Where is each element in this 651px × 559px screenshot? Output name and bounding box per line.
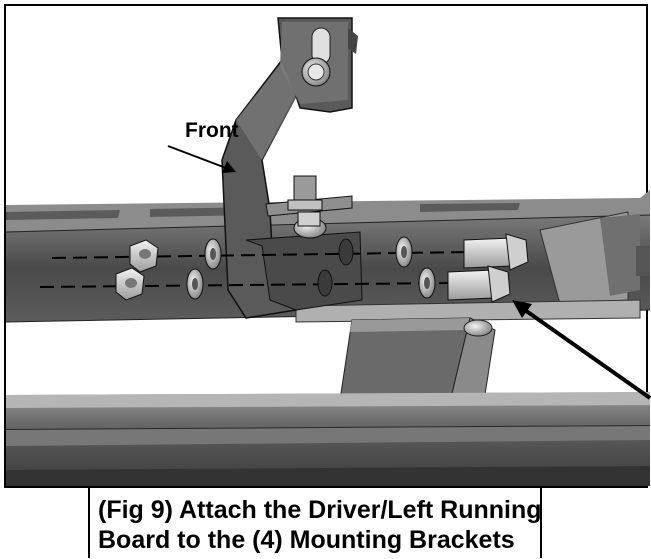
mounting-bracket [221,17,363,319]
caption-line-1: (Fig 9) Attach the Driver/Left Running [98,496,542,524]
bolt-arrow [512,300,651,400]
front-label: Front [185,119,239,142]
bracket-top-bolt [301,57,331,87]
right-hardware [317,233,529,303]
front-arrow [167,145,236,173]
left-hardware [115,238,222,301]
figure-caption: (Fig 9) Attach the Driver/Left Running B… [88,486,542,558]
clamp-bolt [265,175,353,239]
running-board [5,299,651,486]
caption-line-2: Board to the (4) Mounting Brackets [98,526,515,554]
